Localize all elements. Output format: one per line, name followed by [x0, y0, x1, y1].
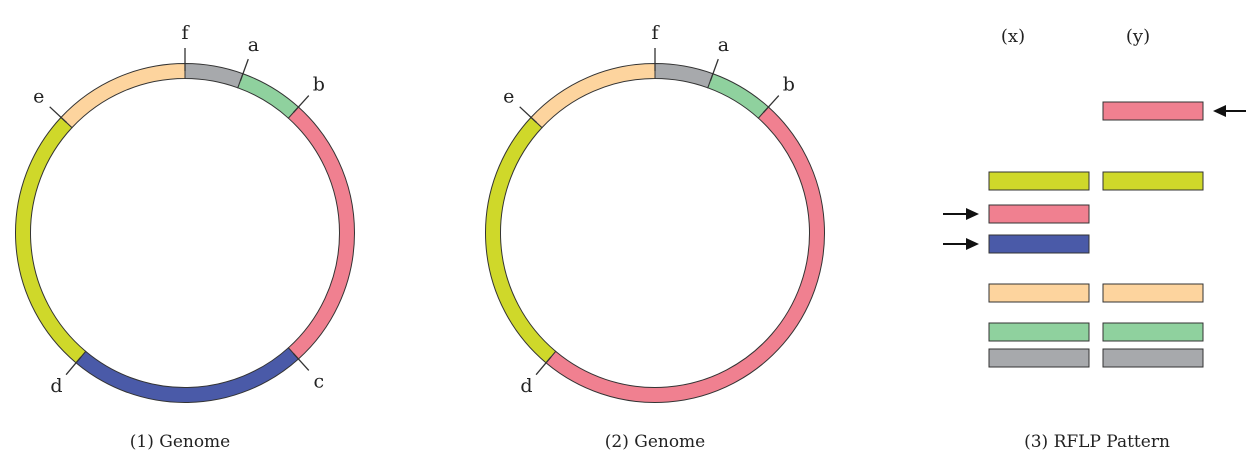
genome1-segment-a: [184, 62, 244, 89]
rflp-caption: (3) RFLP Pattern: [1024, 432, 1170, 452]
genome2-segment-f: [530, 62, 656, 129]
genome2-site-tick-d: [535, 356, 552, 376]
arrow-icon: [1213, 105, 1246, 117]
band-lane2-f: [1102, 283, 1204, 303]
band-lane1-e: [988, 171, 1090, 191]
genome1-segment-e: [14, 116, 87, 364]
genome1-site-label-d: d: [50, 375, 62, 397]
genome1-site-tick-b: [292, 95, 310, 114]
lane-label-x: (x): [1001, 26, 1025, 47]
genome1-site-label-e: e: [33, 86, 44, 108]
arrow-icon: [943, 208, 979, 220]
band-lane1-a: [988, 348, 1090, 368]
genome2-site-label-e: e: [503, 86, 514, 108]
genome1-site-tick-c: [292, 352, 310, 371]
band-lane1-c: [988, 204, 1090, 224]
genome1-site-tick-e: [49, 106, 67, 123]
lane-label-y: (y): [1126, 26, 1150, 47]
genome1-segment-b: [237, 73, 300, 119]
genome2-segment-a: [654, 62, 714, 89]
genome2-site-tick-b: [762, 95, 780, 114]
genome1-site-label-b: b: [313, 73, 325, 95]
genome1-segment-d: [75, 347, 300, 403]
genome2-segment-e: [485, 116, 557, 364]
genome1-segment-f: [60, 62, 186, 129]
genome1-site-label-c: c: [313, 371, 324, 393]
band-lane1-f: [988, 283, 1090, 303]
genome2-site-tick-a: [709, 58, 719, 81]
genome2-site-label-d: d: [520, 375, 532, 397]
band-lane2-c: [1102, 101, 1204, 121]
genome2-site-label-f: f: [651, 22, 660, 44]
band-lane1-b: [988, 322, 1090, 342]
genome1-site-label-f: f: [181, 22, 190, 44]
band-lane2-b: [1102, 322, 1204, 342]
genome1-segment-c: [287, 106, 355, 360]
genome2-segment-b: [707, 73, 770, 119]
genome1-site-tick-d: [65, 356, 82, 376]
genome2-site-label-b: b: [783, 73, 795, 95]
genome-2: f a b d e: [485, 22, 826, 404]
genome1-site-label-a: a: [248, 34, 259, 56]
genome2-site-tick-e: [519, 106, 537, 123]
genome-1: f a b c d e: [14, 22, 355, 403]
arrow-icon: [943, 238, 979, 250]
genome2-segment-c: [545, 106, 826, 404]
genome1-site-tick-a: [239, 58, 249, 81]
band-lane2-a: [1102, 348, 1204, 368]
band-lane2-e: [1102, 171, 1204, 191]
rflp-pattern: (x) (y): [943, 26, 1246, 368]
genome-2-caption: (2) Genome: [605, 432, 706, 452]
genome-1-caption: (1) Genome: [130, 432, 231, 452]
band-lane1-d: [988, 234, 1090, 254]
genome2-site-label-a: a: [718, 34, 729, 56]
